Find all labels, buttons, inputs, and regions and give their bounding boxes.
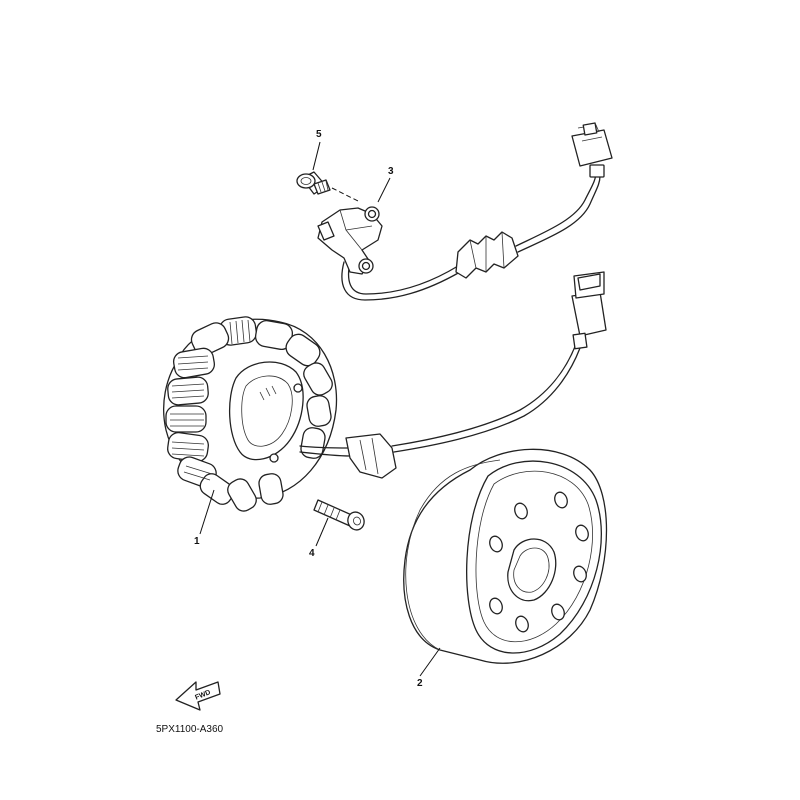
flywheel-holes [489, 491, 589, 633]
stator-harness [299, 271, 607, 479]
callout-1: 1 [194, 536, 200, 547]
bolt-part-4 [313, 499, 365, 531]
callout-2: 2 [417, 678, 423, 689]
stator-coil-poles [165, 316, 333, 512]
leader-lines [199, 141, 441, 677]
callout-4: 4 [309, 548, 315, 559]
screw-part-5 [296, 171, 361, 203]
winding-hatching [170, 319, 251, 481]
callout-5: 5 [316, 129, 322, 140]
callout-3: 3 [388, 166, 394, 177]
stator-connector [571, 271, 607, 350]
callout-numbers: 5 3 1 4 2 [194, 129, 423, 689]
wire-grommet [455, 231, 519, 279]
pickup-coil [317, 206, 383, 275]
stator [163, 316, 338, 512]
flywheel-rotor [403, 448, 608, 664]
pickup-connector [571, 122, 613, 178]
pickup-coil-assembly [317, 122, 613, 301]
diagram-code: 5PX1100-A360 [156, 724, 224, 735]
stator-wire-clip [345, 433, 397, 479]
forward-arrow-icon: FWD [175, 681, 221, 711]
